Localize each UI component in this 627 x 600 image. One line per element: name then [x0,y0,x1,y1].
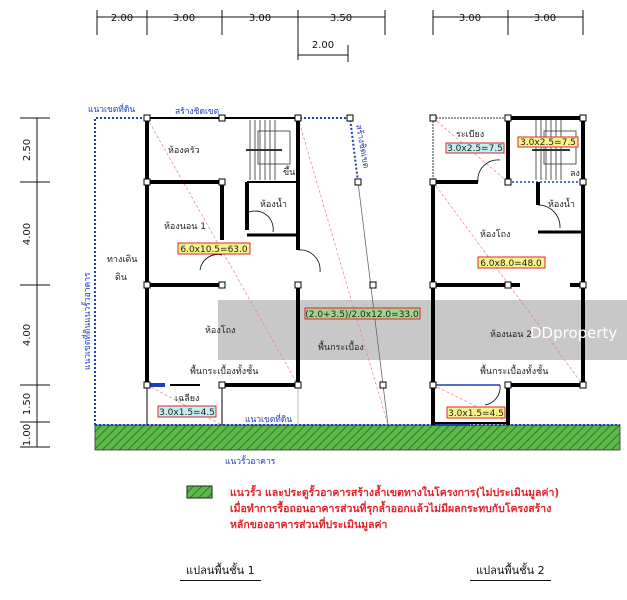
walkway-label-2: ดิน [115,272,127,283]
doors-floor1 [170,210,321,386]
build-edge-side-label: สร้างชิดเขต [353,124,372,169]
porch2-area: 3.0x1.5=4.5 [448,409,504,419]
porch2-area-box [446,406,506,419]
land-boundary [94,117,620,426]
bedroom1-area-box [177,242,251,255]
top-dimensions [20,10,584,448]
porch-area-box [157,405,217,418]
tile-floor-label: พื้นกระเบื้อง [318,340,364,353]
stairs-floor1 [246,120,291,180]
room-hall-2: ห้องโถง [480,229,510,240]
room-bedroom-2: ห้องนอน 2 [490,329,532,340]
hall2-area: 6.0x8.0=48.0 [480,259,542,269]
boundary-label: แนวเขตที่ดิน [88,103,135,115]
corner-nodes-f2 [429,114,587,389]
room-bathroom-1: ห้องน้ำ [260,197,287,210]
dim-left-2: 4.00 [22,223,33,245]
tile-floor-all-label-1: พื้นกระเบื้องทั้งชั้น [190,364,258,377]
legend-line-1: แนวรั้ว และประตูรั้วอาคารสร้างล้ำเขตทางใ… [230,487,560,499]
hall2-area-box [477,256,546,269]
dim-top-3: 3.00 [249,13,271,24]
legend-swatch [186,485,213,499]
room-kitchen: ห้องครัว [168,145,200,156]
walkway-label: ทางเดิน [107,254,137,265]
balcony-area: 3.0x2.5=7.5 [447,144,503,154]
dim-left-3: 4.00 [22,324,33,346]
stair-area-box [517,136,579,148]
balcony-area-box [445,142,505,154]
legend-line-2: เมื่อทำการรื้อถอนอาคารส่วนที่รุกล้ำออกแล… [230,503,552,515]
stair-down-label: ลง [570,169,580,179]
dim-top-f2-2: 3.00 [534,13,556,24]
stairs-floor2 [532,120,577,180]
porch-area: 3.0x1.5=4.5 [159,408,215,418]
bedroom1-area: 6.0x10.5=63.0 [180,245,248,255]
stair-up-label: ขึ้น [283,165,295,178]
dim-top-2: 3.00 [173,13,195,24]
dim-top-f2-1: 3.00 [459,13,481,24]
dim-left-5: 1.00 [22,424,33,446]
side-area-box [304,307,421,320]
title-floor1: แปลนพื้นชั้น 1 [180,561,261,581]
build-edge-label: สร้างชิดเขต [175,106,219,117]
dim-top-1: 2.00 [111,13,133,24]
dim-left-1: 2.50 [22,139,33,161]
side-area: (2.0+3.5)/2.0x12.0=33.0 [305,310,419,320]
room-porch: เฉลียง [175,393,199,404]
fence-label: แนวรั้วอาคาร [225,455,276,467]
fence-encroachment-area [94,424,621,451]
diagonal-guides [146,117,584,426]
dim-top-sub: 2.00 [312,40,334,51]
watermark-band [218,300,627,360]
fence-vertical-label: แนวเขตที่ดินแนวรั้วอาคาร [81,272,93,370]
tile-floor-all-label-2: พื้นกระเบื้องทั้งชั้น [480,364,548,377]
room-hall-1: ห้องโถง [205,325,235,336]
boundary-bottom-label: แนวเขตที่ดิน [245,413,292,425]
dim-left-4: 1.50 [22,393,33,415]
room-bedroom-1: ห้องนอน 1 [164,221,206,232]
legend-note: แนวรั้ว และประตูรั้วอาคารสร้างล้ำเขตทางใ… [230,485,559,533]
room-bathroom-2: ห้องน้ำ [548,197,575,210]
doors-floor2 [477,159,561,406]
legend-line-3: หลักของอาคารส่วนที่ประเมินมูลค่า [230,519,388,531]
watermark-text: DDproperty [530,324,617,342]
title-floor2: แปลนพื้นชั้น 2 [470,561,551,581]
dim-top-4: 3.50 [330,13,352,24]
stair-area: 3.0x2.5=7.5 [520,138,576,148]
room-balcony: ระเบียง [456,129,484,140]
corner-nodes [143,114,387,389]
